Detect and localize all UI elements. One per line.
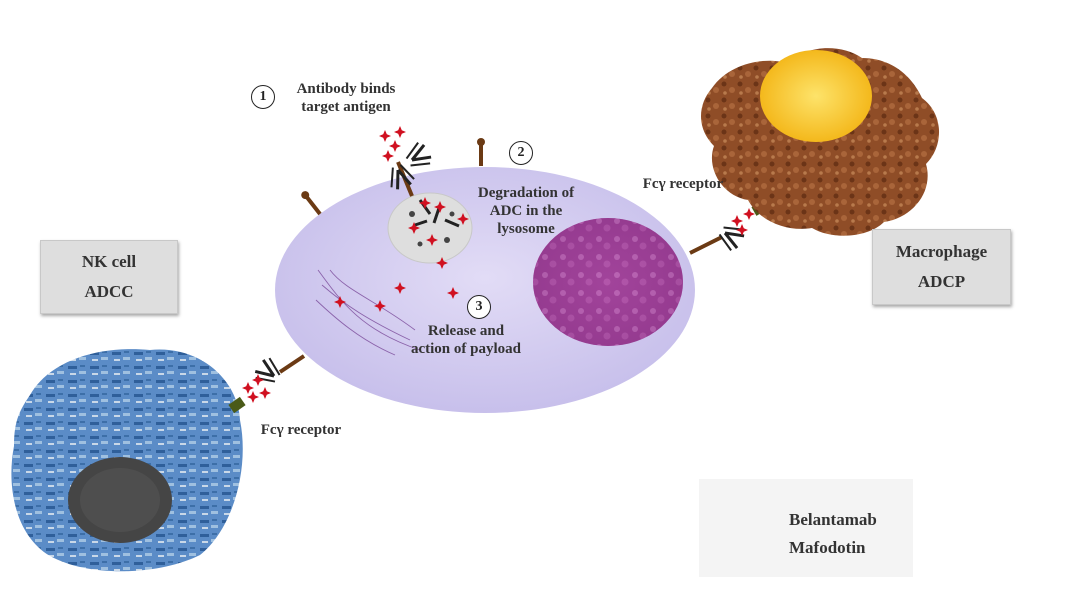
step-2-number: 2 [509, 141, 533, 165]
step-3-number: 3 [467, 295, 491, 319]
macrophage-title: Macrophage [895, 242, 988, 261]
legend-box: Belantamab Mafodotin [699, 479, 913, 577]
step-3-line-1: Release and [427, 323, 505, 339]
step-2-line-1: Degradation of [477, 185, 575, 201]
step-1-number: 1 [251, 85, 275, 109]
legend-line-2: Mafodotin [789, 538, 866, 557]
lysosome [387, 192, 473, 264]
nk-cell-mechanism: ADCC [84, 282, 134, 301]
step-2-line-3: lysosome [497, 221, 555, 237]
nk-cell-label-box: NK cell ADCC [40, 240, 178, 314]
step-1-line-1: Antibody binds [296, 81, 396, 97]
macrophage-nucleus [760, 50, 872, 142]
cytoskeleton-fibers [315, 269, 421, 356]
step-2-line-2: ADC in the [489, 203, 563, 219]
macrophage-mechanism: ADCP [917, 272, 966, 291]
fc-receptor-label-left: Fcγ receptor [260, 422, 342, 438]
macrophage-label-box: Macrophage ADCP [872, 229, 1011, 305]
legend-label: Belantamab Mafodotin [789, 506, 877, 562]
fc-receptor-label-right: Fcγ receptor [642, 176, 724, 192]
step-2-label: Degradation of ADC in the lysosome [466, 184, 586, 238]
legend-line-1: Belantamab [789, 510, 877, 529]
step-1-label: Antibody binds target antigen [282, 80, 410, 116]
nk-cell-title: NK cell [81, 252, 137, 271]
step-3-line-2: action of payload [410, 341, 521, 357]
step-3-label: Release and action of payload [398, 322, 534, 358]
step-1-line-2: target antigen [301, 99, 391, 115]
